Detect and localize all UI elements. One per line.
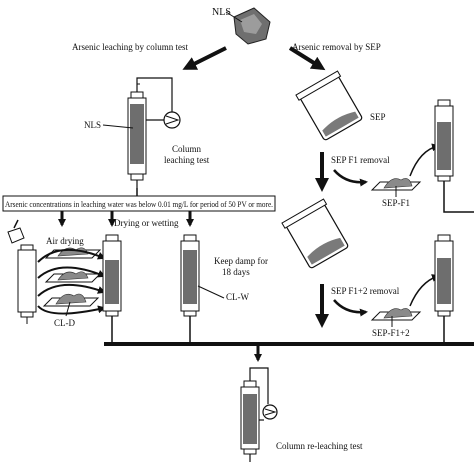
column-releaching-label: Column re-leaching test bbox=[276, 441, 363, 451]
cl-d-source-column bbox=[17, 244, 37, 324]
nls-rock-icon bbox=[233, 7, 271, 45]
pump-icon bbox=[163, 111, 181, 129]
arrow-sep-f1-to-column bbox=[409, 143, 440, 177]
leaching-column-1 bbox=[127, 77, 173, 188]
arrow-sep-f12-to-column bbox=[409, 274, 440, 307]
arrow-to-sep-f12 bbox=[333, 299, 368, 317]
nls-top-label: NLS bbox=[212, 7, 231, 18]
sep-f12-plate bbox=[370, 308, 422, 321]
nls-pointer-line bbox=[225, 11, 243, 23]
cl-w-column bbox=[180, 234, 200, 344]
drying-or-wetting-label: Drying or wetting bbox=[114, 218, 179, 228]
arrow-to-sep bbox=[288, 46, 326, 71]
nls-column-pointer bbox=[102, 124, 134, 129]
sep-f12-removal-label: SEP F1+2 removal bbox=[331, 286, 400, 296]
cl-w-pointer bbox=[197, 285, 225, 299]
scoop-icon bbox=[7, 219, 25, 244]
transfer-arrow-1 bbox=[37, 248, 106, 263]
transfer-arrow-2 bbox=[37, 266, 106, 279]
condition-box bbox=[2, 195, 276, 212]
drying-plate-2 bbox=[44, 271, 102, 283]
column-leaching-test-label-1: Column bbox=[172, 144, 202, 154]
cl-d-pointer bbox=[65, 301, 71, 317]
keep-damp-label-1: Keep damp for bbox=[214, 256, 268, 266]
keep-damp-label-2: 18 days bbox=[222, 267, 250, 277]
transfer-arrow-3 bbox=[37, 283, 106, 297]
condition-box-text: Arsenic concentrations in leaching water… bbox=[5, 199, 273, 209]
air-drying-label: Air drying bbox=[46, 236, 84, 246]
sep-label: SEP bbox=[370, 112, 386, 122]
cl-d-column bbox=[102, 234, 122, 344]
sep-f1-removal-label: SEP F1 removal bbox=[331, 155, 390, 165]
drying-plate-3 bbox=[42, 293, 100, 307]
releaching-column bbox=[240, 367, 269, 462]
cl-w-label: CL-W bbox=[226, 292, 249, 302]
sep-container-1 bbox=[295, 70, 363, 141]
column-leaching-test-label-2: leaching test bbox=[164, 155, 210, 165]
sep-branch-label: Arsenic removal by SEP bbox=[292, 42, 381, 52]
sep-container-2 bbox=[281, 198, 349, 269]
sep-f12-label: SEP-F1+2 bbox=[372, 328, 410, 338]
sep-column-1 bbox=[434, 99, 474, 213]
arrow-to-column-test bbox=[182, 46, 227, 70]
releaching-pump-icon bbox=[262, 404, 278, 420]
nls-column-label: NLS bbox=[84, 120, 101, 130]
sep-f1-label: SEP-F1 bbox=[382, 198, 410, 208]
transfer-arrow-4 bbox=[37, 305, 106, 315]
sep-column-2 bbox=[434, 234, 454, 344]
arrow-to-sep-f1 bbox=[333, 169, 368, 187]
cl-d-label: CL-D bbox=[54, 318, 75, 328]
column-leaching-branch-label: Arsenic leaching by column test bbox=[72, 42, 188, 52]
